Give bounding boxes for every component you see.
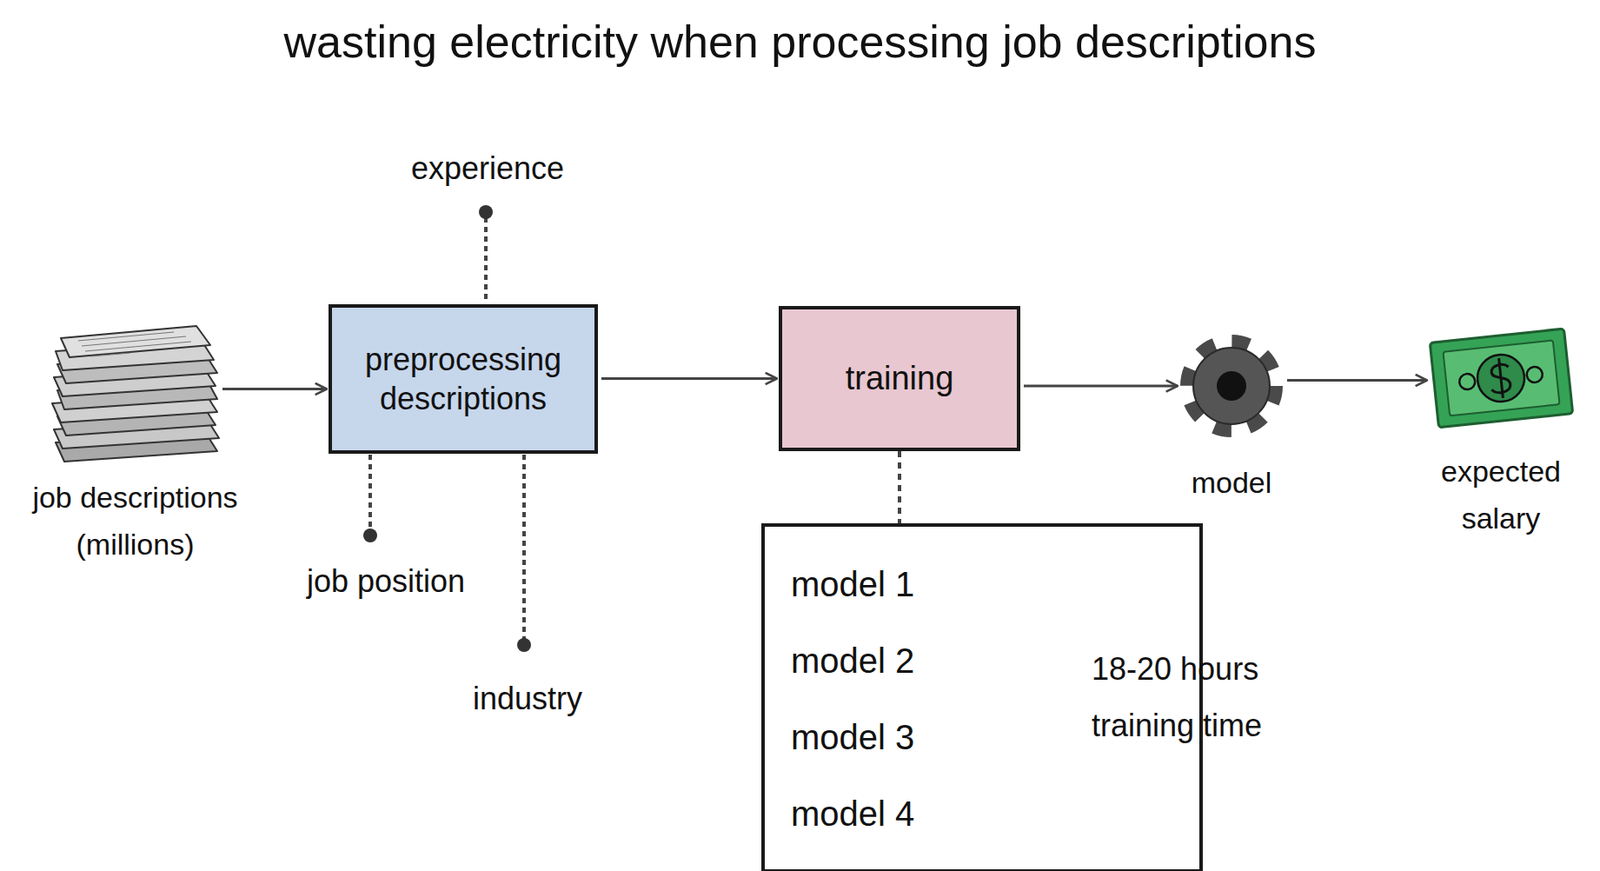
document-stack: job descriptions (millions): [51, 324, 220, 462]
flow-arrow: [601, 377, 777, 380]
feature-label: experience: [411, 150, 565, 187]
model-gear: model: [1179, 333, 1284, 439]
box-label: preprocessing descriptions: [345, 339, 581, 419]
box-label: training: [845, 358, 955, 400]
money-icon: [1429, 328, 1573, 428]
flow-arrow: [1023, 385, 1178, 388]
process-box: training: [778, 305, 1021, 452]
paper-stack: [52, 325, 220, 462]
flow-arrow: [1287, 378, 1428, 382]
feature-label: job position: [306, 563, 465, 600]
node-caption: expected salary: [1414, 447, 1588, 543]
model-list-box: model 1model 2model 3model 4: [761, 523, 1203, 871]
model-name: model 1: [790, 545, 1189, 623]
salary-bill: expected salary: [1428, 328, 1574, 427]
dashed-connector: [897, 451, 902, 524]
node-caption: model: [1144, 458, 1319, 506]
note-label: 18-20 hours training time: [1091, 641, 1344, 755]
diagram-title: wasting electricity when processing job …: [0, 15, 1600, 68]
model-name: model 4: [790, 775, 1189, 852]
gear-icon: [1188, 342, 1275, 430]
process-box: preprocessing descriptions: [328, 304, 598, 454]
node-caption: job descriptions (millions): [5, 473, 266, 569]
feature-label: industry: [472, 680, 583, 718]
flow-arrow: [222, 387, 327, 391]
